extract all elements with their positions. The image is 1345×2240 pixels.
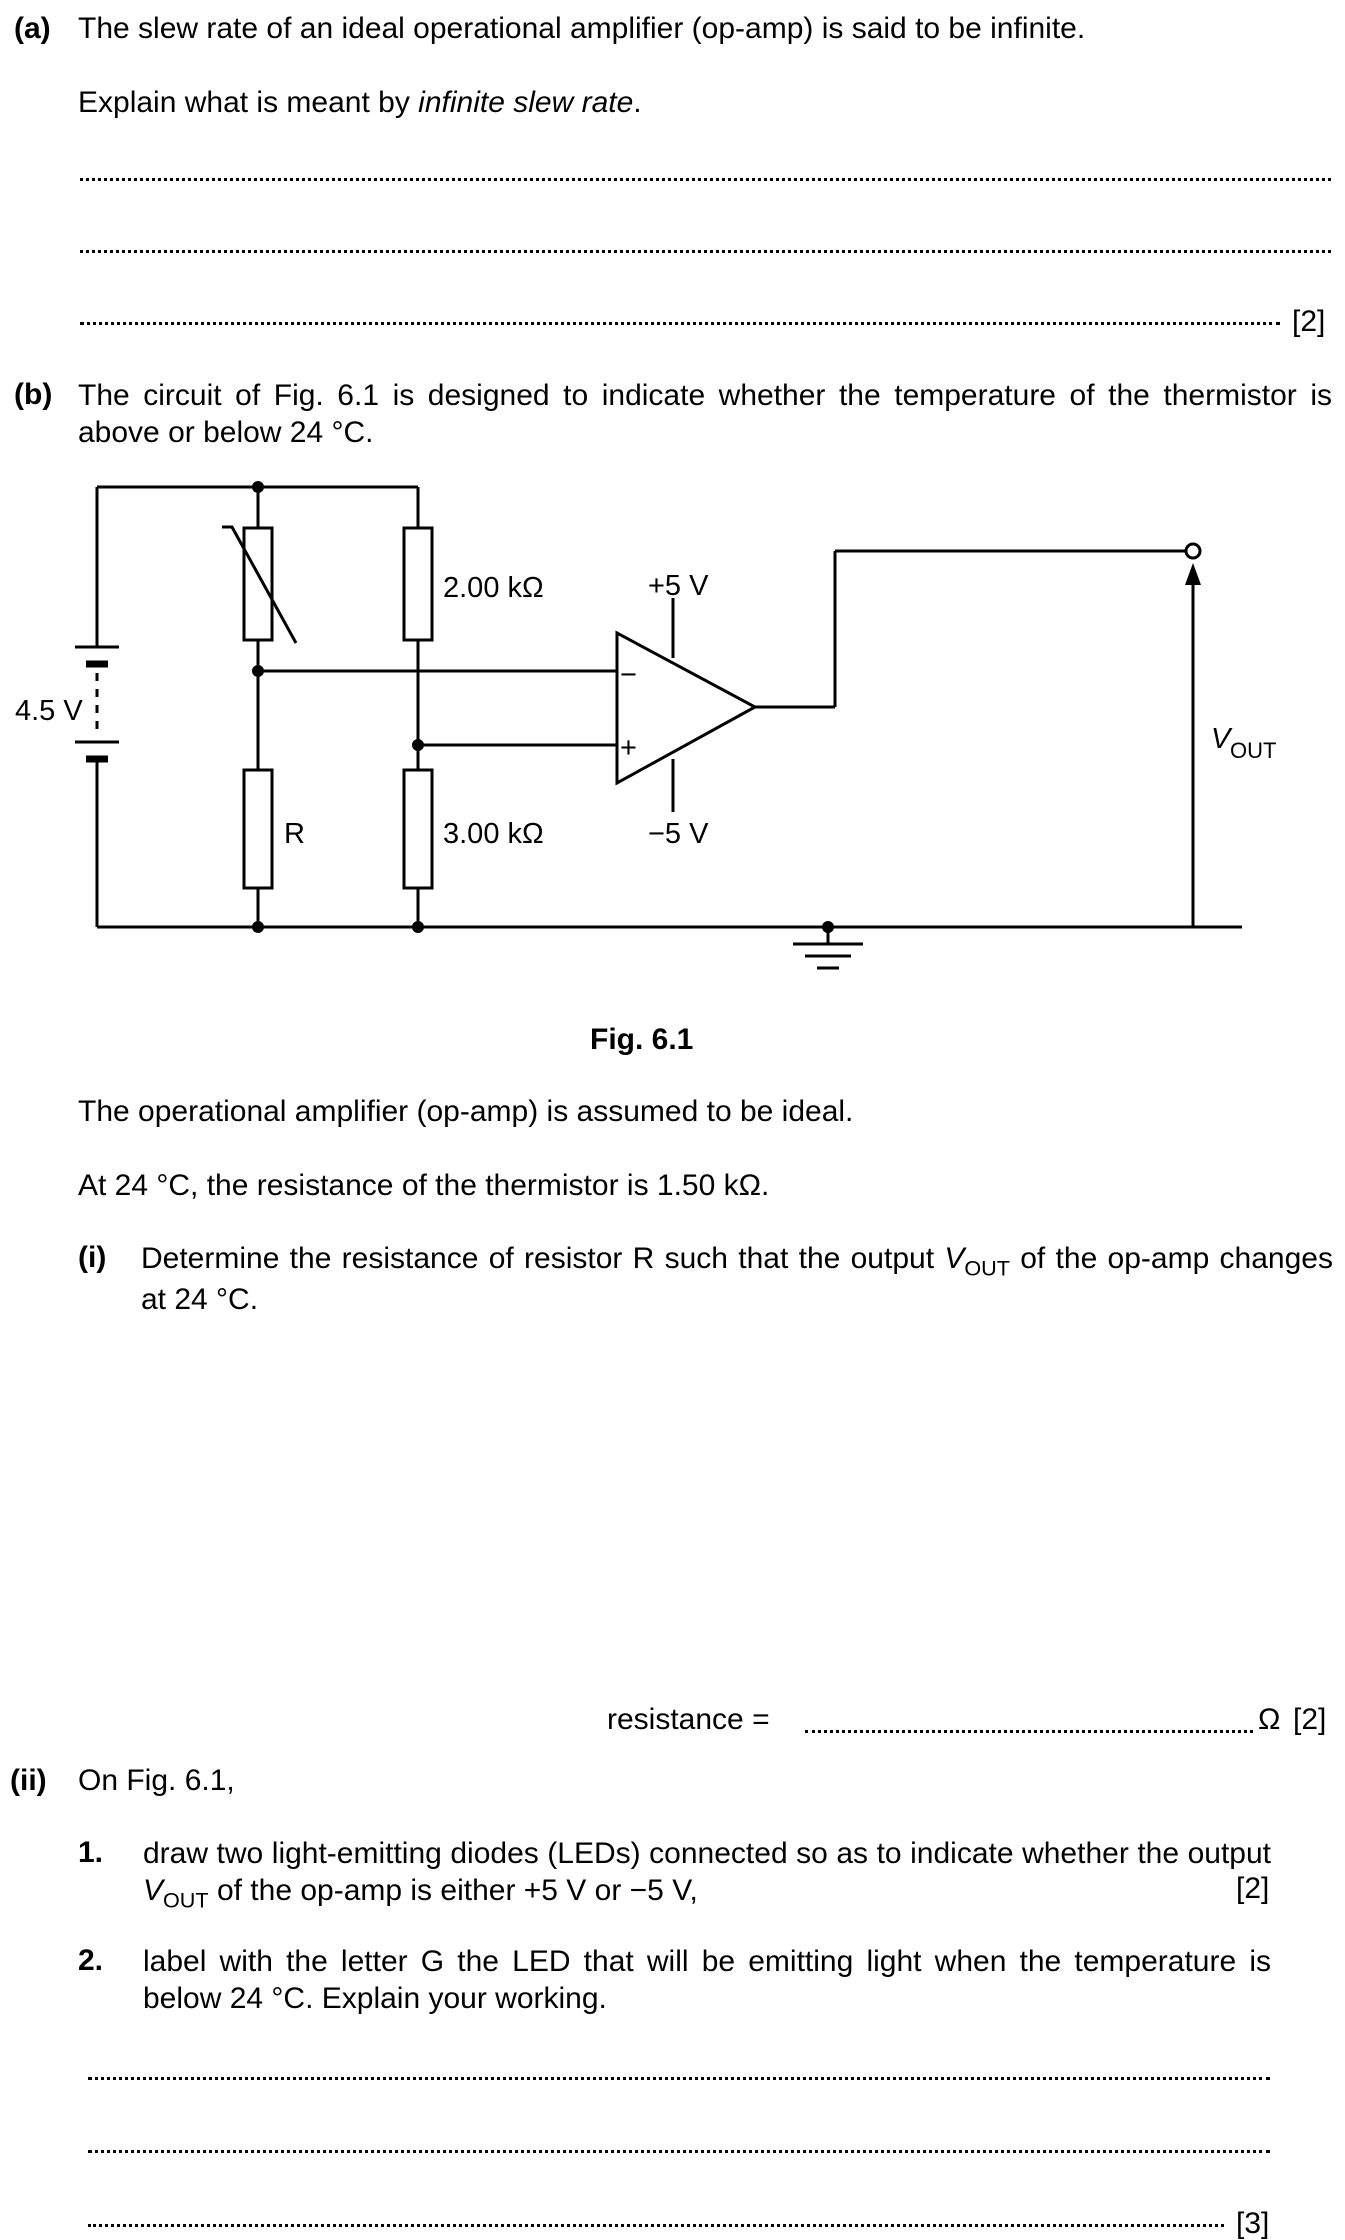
vout-letter: V bbox=[1211, 723, 1233, 755]
item-2-text: label with the letter G the LED that wil… bbox=[143, 1945, 1271, 2015]
circuit-diagram: 4.5 V 2.00 kΩ 3.00 kΩ R +5 V −5 V − + V … bbox=[15, 481, 1276, 970]
marks-a: [2] bbox=[1292, 305, 1326, 338]
part-ii-label: (ii) bbox=[10, 1764, 47, 1797]
part-b-label: (b) bbox=[14, 378, 53, 411]
answer-line[interactable] bbox=[88, 2150, 1270, 2153]
battery-label: 4.5 V bbox=[15, 695, 83, 727]
resistor-r-body bbox=[242, 768, 274, 890]
op-amp-symbol bbox=[615, 630, 759, 786]
item-1-text: draw two light-emitting diodes (LEDs) co… bbox=[143, 1837, 1271, 1913]
item-2-number: 2. bbox=[78, 1944, 104, 1977]
noninverting-input-sign: + bbox=[620, 732, 637, 764]
italic-term: infinite slew rate bbox=[418, 86, 634, 119]
part-b-intro: The circuit of Fig. 6.1 is designed to i… bbox=[78, 379, 1332, 449]
vout-subscript: OUT bbox=[1230, 738, 1276, 763]
thermistor-symbol-line bbox=[222, 525, 298, 644]
inverting-input-sign: − bbox=[620, 659, 637, 691]
resistor-top-label: 2.00 kΩ bbox=[443, 572, 544, 604]
arrow-head-icon bbox=[1185, 563, 1201, 585]
marks-ii-1: [2] bbox=[1236, 1872, 1270, 1905]
part-a-prompt: Explain what is meant by infinite slew r… bbox=[78, 86, 642, 119]
assumption-text: The operational amplifier (op-amp) is as… bbox=[78, 1095, 854, 1128]
resistor-bottom-label: 3.00 kΩ bbox=[443, 818, 544, 850]
supply-positive-label: +5 V bbox=[648, 570, 709, 602]
resistance-answer-line[interactable] bbox=[805, 1730, 1253, 1733]
resistor-2k-body bbox=[402, 526, 434, 642]
marks-ii-2: [3] bbox=[1236, 2207, 1270, 2240]
answer-line[interactable] bbox=[80, 322, 1280, 325]
resistor-3k-body bbox=[402, 768, 434, 890]
figure-caption: Fig. 6.1 bbox=[590, 1023, 694, 1056]
thermistor-body bbox=[242, 526, 274, 642]
part-i-question: Determine the resistance of resistor R s… bbox=[141, 1242, 1333, 1317]
condition-text: At 24 °C, the resistance of the thermist… bbox=[78, 1169, 770, 1202]
marks-i: [2] bbox=[1293, 1703, 1327, 1736]
part-a-label: (a) bbox=[14, 12, 51, 45]
answer-line[interactable] bbox=[88, 2224, 1224, 2227]
supply-negative-label: −5 V bbox=[648, 818, 709, 850]
output-terminal bbox=[1184, 542, 1202, 560]
resistance-unit: Ω bbox=[1258, 1703, 1281, 1736]
resistance-answer-label: resistance = bbox=[607, 1703, 770, 1736]
part-ii-intro: On Fig. 6.1, bbox=[78, 1764, 235, 1797]
answer-line[interactable] bbox=[88, 2077, 1270, 2080]
answer-line[interactable] bbox=[80, 250, 1331, 253]
resistor-r-label: R bbox=[284, 818, 305, 850]
part-i-label: (i) bbox=[78, 1241, 107, 1274]
answer-line[interactable] bbox=[80, 178, 1331, 181]
item-1-number: 1. bbox=[78, 1836, 104, 1869]
part-a-statement: The slew rate of an ideal operational am… bbox=[78, 12, 1086, 45]
